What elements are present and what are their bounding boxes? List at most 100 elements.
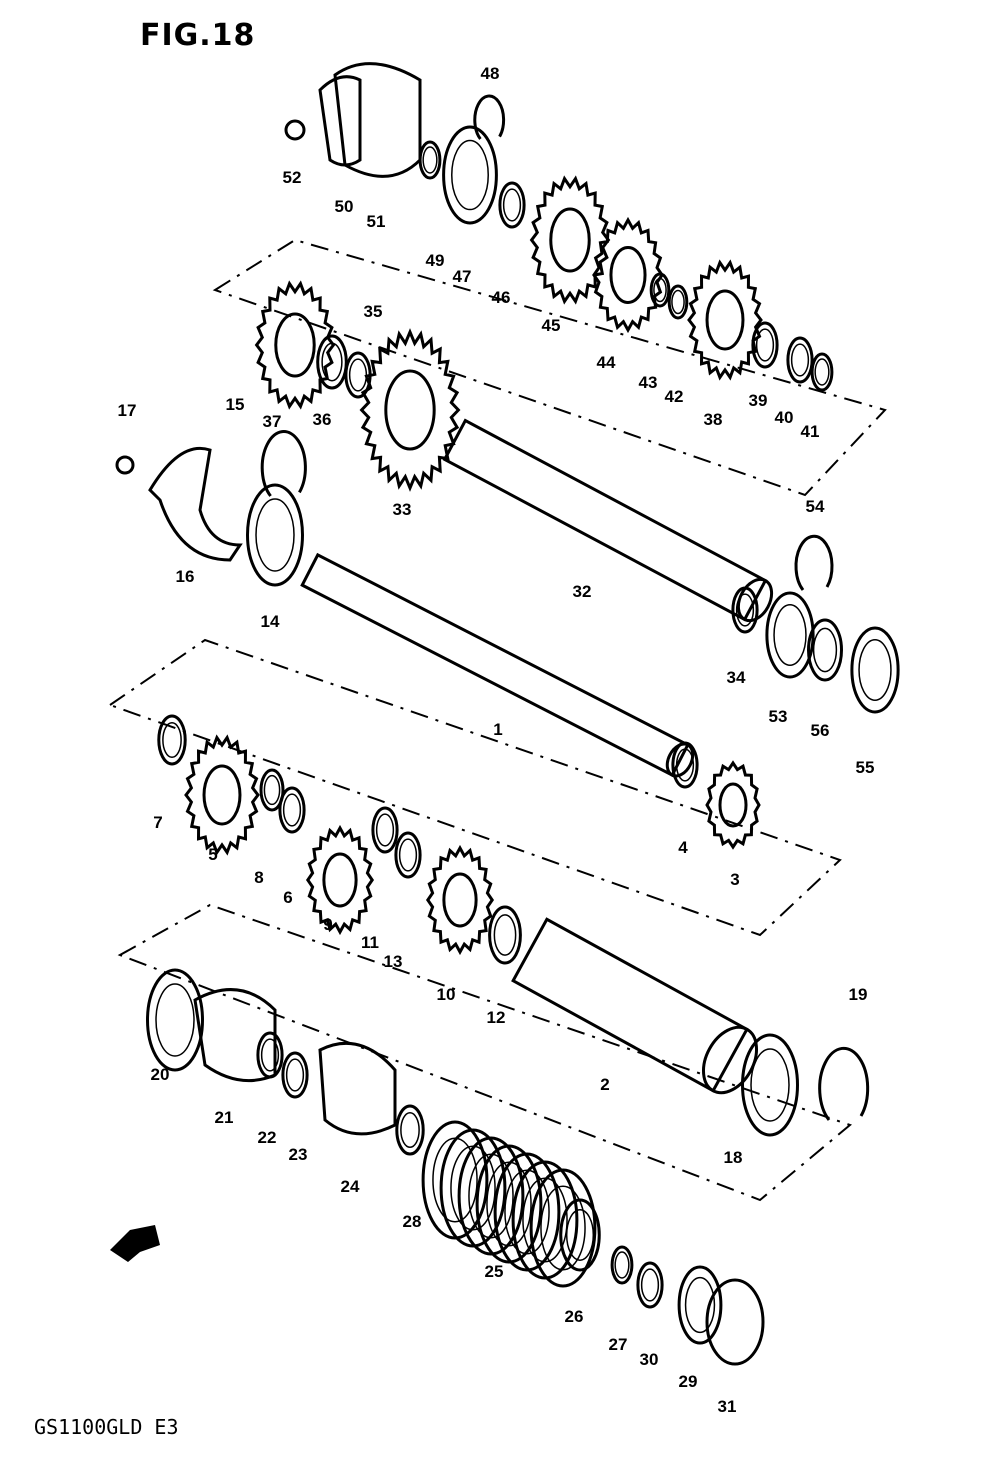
callout-label: 35 — [364, 302, 383, 321]
callout-label: 37 — [263, 412, 282, 431]
callout-label: 20 — [151, 1065, 170, 1084]
callout-label: 49 — [426, 251, 445, 270]
clutch-spring-25-6 — [529, 1168, 597, 1288]
callout-label: 36 — [313, 410, 332, 429]
clutch-housing-bushing-20 — [146, 968, 204, 1072]
washer-40 — [786, 336, 814, 384]
washer-46 — [498, 181, 526, 229]
callout-label: 26 — [565, 1307, 584, 1326]
gear-33 — [359, 328, 461, 492]
callout-label: 48 — [481, 64, 500, 83]
countershaft — [442, 418, 774, 623]
callout-label: 8 — [254, 868, 263, 887]
washer-27 — [610, 1245, 634, 1285]
bushing-39 — [751, 321, 779, 369]
bearing-18 — [741, 1033, 799, 1137]
callout-label: 23 — [289, 1145, 308, 1164]
callout-label: 16 — [176, 567, 195, 586]
callout-label: 2 — [600, 1075, 609, 1094]
circlip-48 — [473, 94, 506, 140]
callout-label: 6 — [283, 888, 292, 907]
callout-label: 47 — [453, 267, 472, 286]
bearing-53 — [765, 591, 815, 679]
washer-42 — [667, 284, 689, 320]
callout-label: 5 — [208, 845, 217, 864]
callout-label: 56 — [811, 721, 830, 740]
clutch-group-boundary — [117, 903, 853, 1202]
washer-34 — [731, 586, 759, 634]
callout-label: 25 — [485, 1262, 504, 1281]
callout-label: 33 — [393, 500, 412, 519]
gear-44 — [592, 216, 664, 334]
callout-label: 15 — [226, 395, 245, 414]
callout-label: 43 — [639, 373, 658, 392]
bushing-36 — [316, 334, 348, 390]
bearing-29 — [677, 1265, 723, 1345]
callout-label: 10 — [437, 985, 456, 1004]
callout-label: 18 — [724, 1148, 743, 1167]
bearing-retainer-51 — [333, 62, 422, 178]
callout-label: 55 — [856, 758, 875, 777]
mainshaft — [300, 552, 695, 778]
callout-label: 12 — [487, 1008, 506, 1027]
callout-label: 52 — [283, 168, 302, 187]
callout-label: 17 — [118, 401, 137, 420]
callout-label: 50 — [335, 197, 354, 216]
callout-label: 40 — [775, 408, 794, 427]
callout-label: 45 — [542, 316, 561, 335]
callout-label: 3 — [730, 870, 739, 889]
gear-9 — [305, 824, 375, 936]
pushrod-holder-24 — [318, 1041, 397, 1136]
screw-17 — [115, 455, 135, 475]
callout-label: 34 — [727, 668, 746, 687]
callout-label: 19 — [849, 985, 868, 1004]
bushing-56 — [807, 618, 843, 682]
washer-11 — [371, 806, 399, 854]
gear-10 — [425, 844, 495, 956]
callout-label: 39 — [749, 391, 768, 410]
callout-label: 30 — [640, 1350, 659, 1369]
washer-4 — [671, 741, 699, 789]
figure-title: FIG.18 — [140, 18, 256, 53]
callout-label: 42 — [665, 387, 684, 406]
callout-label: 38 — [704, 410, 723, 429]
gear-45 — [529, 175, 611, 305]
callout-label: 53 — [769, 707, 788, 726]
callout-label: 44 — [597, 353, 616, 372]
bushing-7 — [157, 714, 187, 766]
circlip-13 — [394, 831, 422, 879]
bearing-retainer-16 — [148, 446, 243, 562]
callout-label: 24 — [341, 1177, 360, 1196]
callout-label: 1 — [493, 720, 502, 739]
seal-49 — [418, 140, 442, 180]
callout-label: 31 — [718, 1397, 737, 1416]
callout-labels: 1234567891011121314151617181920212223242… — [118, 64, 875, 1416]
bushing-12 — [488, 905, 522, 965]
screw-52 — [284, 119, 306, 141]
callout-label: 11 — [361, 933, 379, 952]
washer-28 — [395, 1104, 425, 1156]
circlip-15 — [260, 430, 307, 497]
callout-label: 7 — [153, 813, 162, 832]
callout-label: 54 — [806, 497, 825, 516]
callout-label: 41 — [801, 422, 820, 441]
bearing-14 — [246, 483, 304, 587]
circlip-41 — [810, 352, 834, 392]
countershaft-group-boundary — [212, 238, 887, 497]
gear-5 — [184, 734, 260, 856]
gear-38 — [687, 259, 763, 381]
oil-seal-55 — [850, 626, 900, 714]
gear-3 — [705, 760, 761, 850]
mainshaft-gear-group-boundary — [107, 638, 842, 937]
front-direction-arrow-icon — [110, 1225, 160, 1262]
callout-label: 14 — [261, 612, 280, 631]
circlip-23 — [281, 1051, 309, 1099]
gear-37 — [254, 280, 336, 410]
callout-label: 22 — [258, 1128, 277, 1147]
callout-label: 13 — [384, 952, 403, 971]
callout-label: 46 — [492, 288, 511, 307]
washer-35 — [344, 351, 372, 399]
clutch-hub-shaft — [511, 917, 759, 1095]
circlip-30 — [636, 1261, 664, 1309]
